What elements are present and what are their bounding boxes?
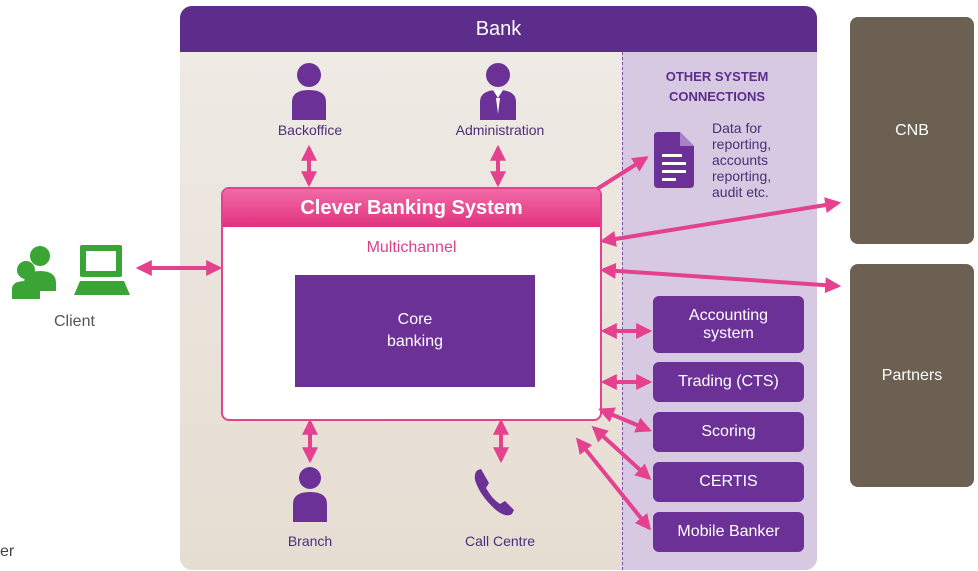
other-system-title-line1: OTHER SYSTEM: [665, 69, 769, 84]
administration-label: Administration: [455, 122, 545, 138]
partial-text: er: [0, 543, 15, 560]
arrow-partners: [599, 262, 842, 294]
accounting-line2: system: [703, 324, 754, 342]
arrow-cnb: [599, 197, 842, 247]
bank-header: Bank: [180, 6, 817, 52]
cbs-title: Clever Banking System: [223, 189, 600, 227]
document-icon: [654, 132, 694, 188]
mobile-banker-box: Mobile Banker: [653, 512, 804, 552]
call-centre-label: Call Centre: [464, 533, 536, 549]
arrow-scoring: [598, 407, 652, 433]
backoffice-label: Backoffice: [277, 122, 343, 138]
data-note-line: reporting,: [712, 136, 772, 152]
data-note-line: audit etc.: [712, 184, 769, 200]
client-icon: [12, 245, 130, 299]
branch-label: Branch: [287, 533, 333, 549]
accounting-system-box: Accounting system: [653, 296, 804, 353]
data-note: Data for reporting, accounts reporting, …: [712, 120, 792, 200]
data-note-line: Data for: [712, 120, 762, 136]
trading-box: Trading (CTS): [653, 362, 804, 402]
data-note-line: reporting,: [712, 168, 772, 184]
multichannel-label: Multichannel: [366, 239, 457, 256]
clever-banking-system-box: Clever Banking System Multichannel Core …: [221, 187, 602, 421]
partners-box: Partners: [850, 264, 974, 487]
other-system-title-line2: CONNECTIONS: [668, 89, 766, 104]
client-label: Client: [54, 313, 95, 330]
core-banking-box: Core banking: [295, 275, 535, 387]
backoffice-person-icon: [292, 63, 326, 120]
cnb-box: CNB: [850, 17, 974, 244]
data-note-line: accounts: [712, 152, 769, 168]
arrow-reporting: [595, 156, 649, 191]
branch-person-icon: [293, 467, 327, 522]
core-banking-line2: banking: [386, 333, 444, 350]
administration-person-icon: [480, 63, 516, 120]
certis-box: CERTIS: [653, 462, 804, 502]
scoring-box: Scoring: [653, 412, 804, 452]
phone-icon: [474, 469, 514, 516]
other-system-title: OTHER SYSTEM CONNECTIONS: [652, 67, 782, 107]
core-banking-line1: Core: [397, 311, 433, 328]
accounting-line1: Accounting: [688, 306, 769, 324]
arrow-mobile-banker: [575, 437, 652, 531]
